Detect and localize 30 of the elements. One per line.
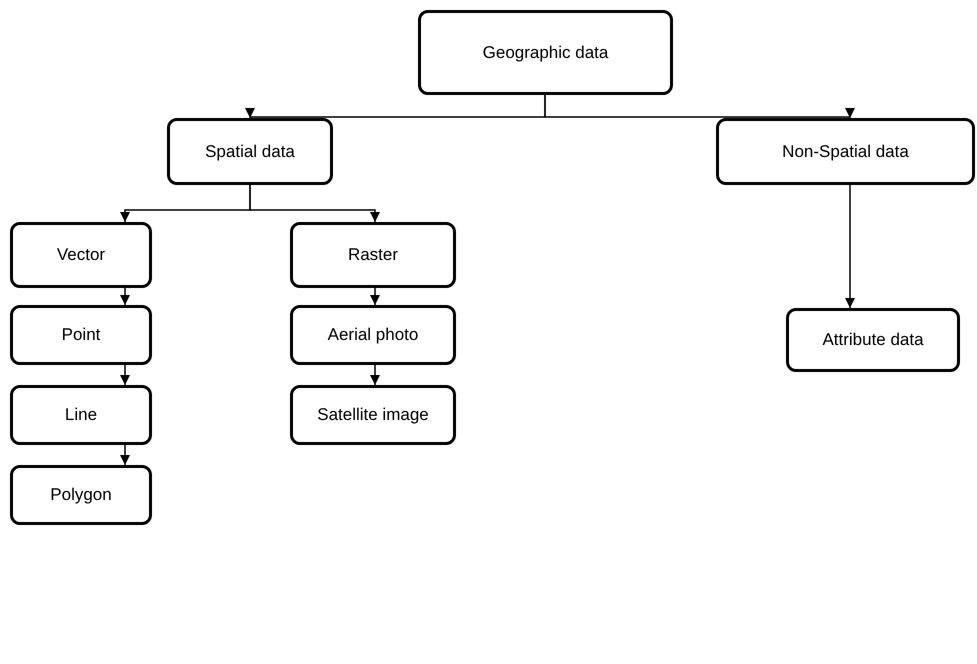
box-label: Aerial photo (328, 325, 418, 345)
box-label: Geographic data (482, 42, 608, 62)
process-box (290, 385, 456, 445)
arrow (120, 288, 130, 305)
box-label: Satellite image (317, 405, 429, 425)
arrow (249, 185, 380, 222)
arrow (845, 185, 855, 308)
process-box (10, 465, 152, 525)
arrow (544, 95, 855, 119)
process-box (418, 10, 673, 95)
process-box (786, 308, 960, 372)
process-box (290, 222, 456, 288)
arrow (120, 365, 130, 385)
process-box (10, 222, 152, 288)
box-label: Non-Spatial data (782, 142, 909, 162)
box-label: Raster (348, 245, 398, 265)
arrow (370, 365, 380, 385)
box-label: Line (64, 405, 98, 425)
arrow (120, 445, 130, 465)
box-label: Polygon (50, 485, 112, 505)
process-box (10, 385, 152, 445)
process-box (290, 305, 456, 365)
process-box (167, 118, 333, 185)
box-label: Point (62, 325, 100, 345)
process-box (10, 305, 152, 365)
arrow (370, 288, 380, 305)
box-label: Attribute data (822, 330, 924, 350)
process-box (716, 118, 975, 185)
box-label: Vector (56, 245, 106, 265)
box-label: Spatial data (205, 142, 295, 162)
